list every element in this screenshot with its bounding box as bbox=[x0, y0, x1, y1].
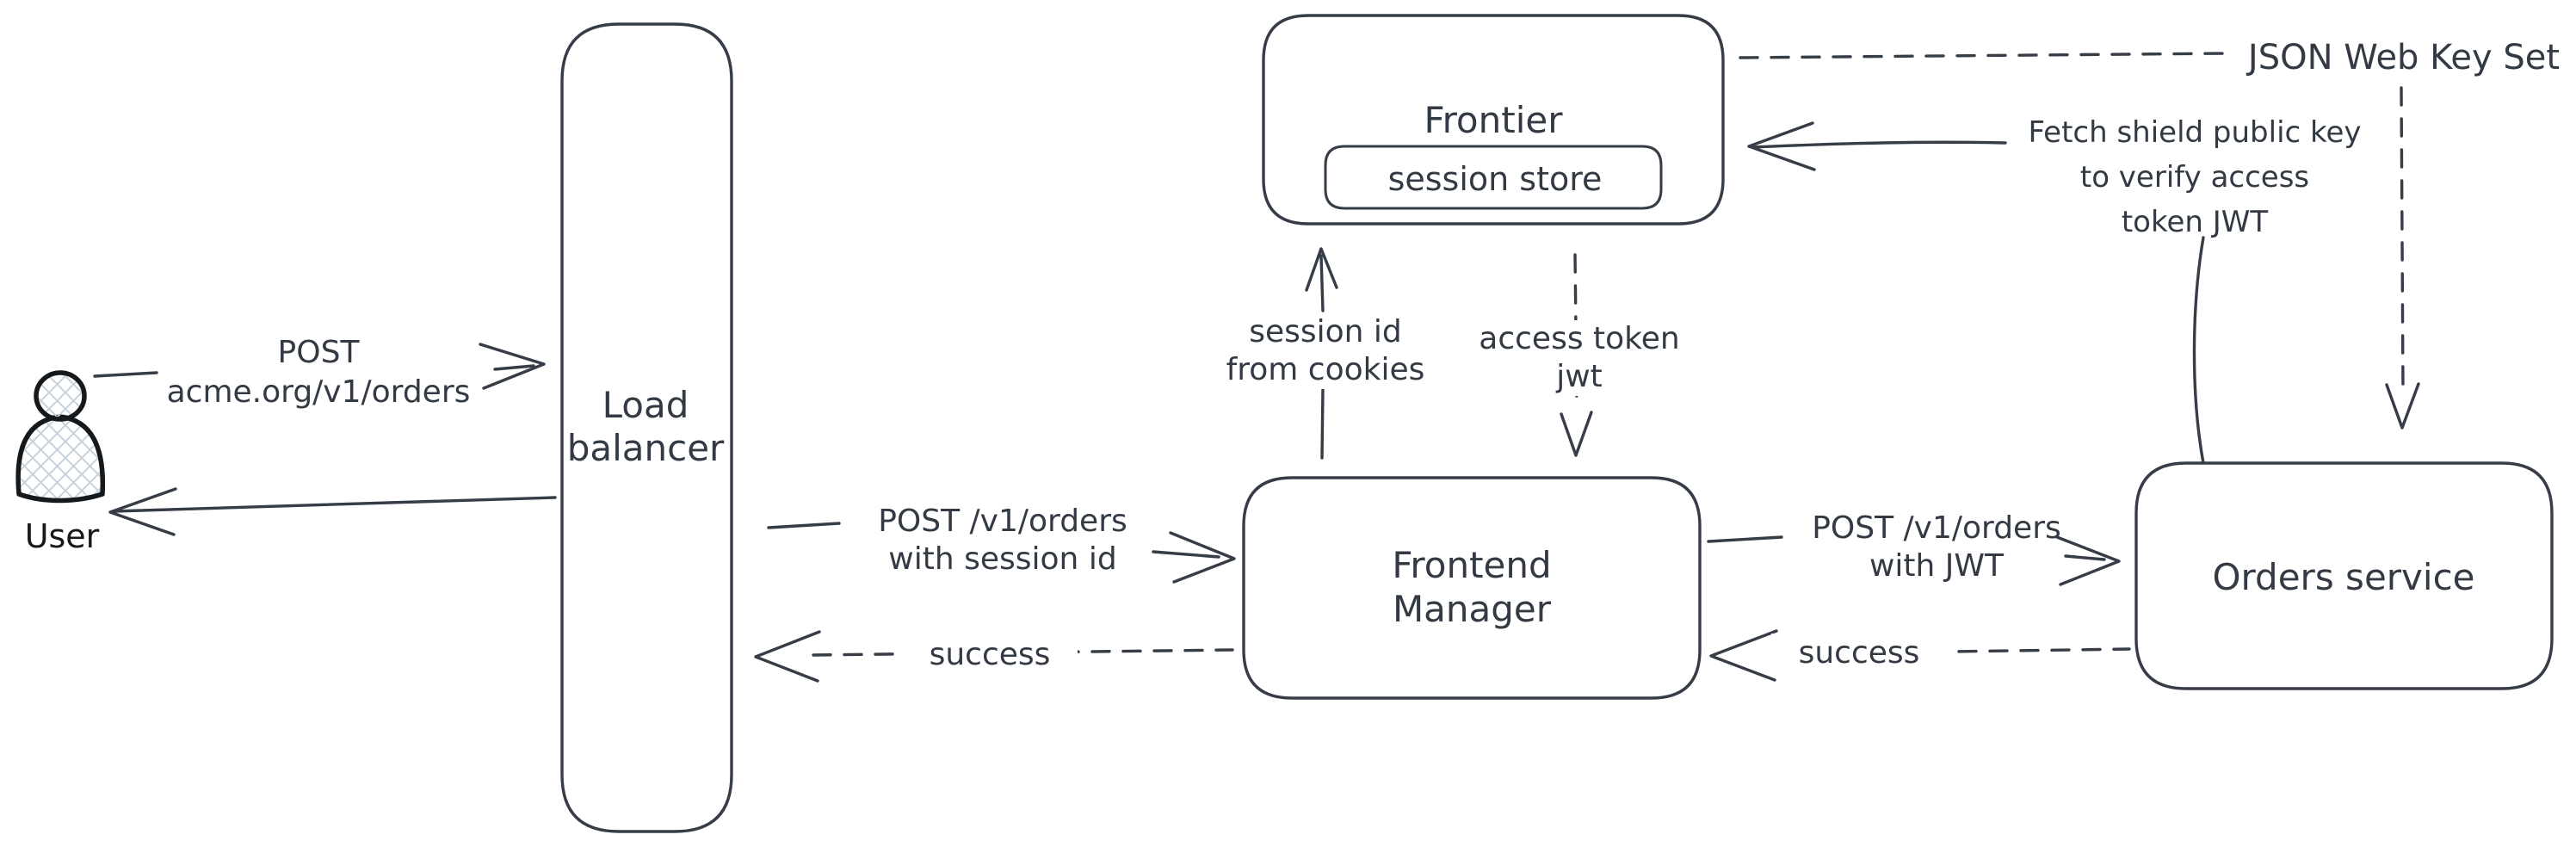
arrowhead-right-icon bbox=[479, 343, 546, 390]
edge-label-success-left: success bbox=[902, 635, 1078, 674]
arrow-load-balancer-to-user bbox=[108, 487, 557, 536]
shaft bbox=[112, 496, 557, 513]
session-store-box bbox=[1324, 145, 1663, 210]
arrow-orders-service-to-frontier bbox=[1747, 121, 2205, 465]
arrowhead-down-icon bbox=[1560, 411, 1593, 457]
frontend-manager-label: Frontend Manager bbox=[1392, 544, 1552, 630]
shaft bbox=[1707, 535, 2106, 561]
arrowhead-right-icon bbox=[2055, 535, 2121, 586]
arrowhead-left-icon bbox=[1709, 629, 1778, 682]
arrow-orders-service-to-frontend-manager bbox=[1709, 629, 2131, 682]
arrow-load-balancer-to-frontend-manager bbox=[767, 522, 1236, 584]
frontend-manager-box bbox=[1242, 476, 1702, 700]
edge-label-post-orders-session-id: POST /v1/orders with session id bbox=[878, 504, 1127, 577]
curve-to-orders-service bbox=[2192, 236, 2205, 465]
arrowhead-left-icon bbox=[754, 630, 821, 683]
edge-label-post-orders-jwt: POST /v1/orders with JWT bbox=[1812, 510, 2061, 584]
user-label: User bbox=[24, 517, 100, 555]
shaft bbox=[93, 364, 535, 378]
arrow-user-to-load-balancer bbox=[93, 343, 546, 390]
edge-label-success-right: success bbox=[1771, 634, 1947, 672]
arrow-jwks-to-orders-service bbox=[2385, 86, 2420, 430]
edge-label-access-token-jwt: access token jwt bbox=[1433, 320, 1726, 396]
connector-frontier-to-jwks bbox=[1739, 52, 2229, 59]
arrow-frontend-manager-to-frontier bbox=[1305, 247, 1338, 460]
load-balancer-label: Load balancer bbox=[566, 384, 725, 469]
edge-label-post-acme-orders: POST acme.org/v1/orders bbox=[166, 335, 471, 410]
shaft bbox=[767, 522, 1220, 559]
edge-label-session-id-from-cookies: session id from cookies bbox=[1196, 313, 1455, 389]
user-body bbox=[15, 414, 106, 504]
shaft bbox=[1751, 140, 2007, 149]
jwks-label: JSON Web Key Set bbox=[2247, 38, 2561, 77]
arrowhead-up-icon bbox=[1305, 247, 1338, 292]
edge-label-fetch-shield-public-key: Fetch shield public key to verify access… bbox=[2028, 115, 2362, 239]
load-balancer-box bbox=[560, 22, 733, 833]
user-head bbox=[34, 370, 87, 422]
session-store-label: session store bbox=[1387, 160, 1603, 198]
arrowhead-down-icon bbox=[2385, 382, 2420, 430]
arrowhead-left-icon bbox=[1747, 121, 1816, 171]
orders-service-box bbox=[2134, 461, 2554, 690]
shaft bbox=[812, 648, 1234, 657]
shaft bbox=[1319, 254, 1325, 460]
user-icon bbox=[15, 370, 106, 504]
shaft bbox=[2400, 86, 2405, 393]
frontier-label: Frontier bbox=[1424, 99, 1563, 141]
shaft bbox=[1739, 52, 2229, 59]
arrowhead-left-icon bbox=[108, 487, 177, 536]
arrowhead-right-icon bbox=[1169, 531, 1236, 584]
shaft bbox=[1771, 647, 2131, 656]
arrow-frontend-manager-to-load-balancer bbox=[754, 630, 1234, 683]
arrow-frontend-manager-to-orders-service bbox=[1707, 535, 2121, 586]
orders-service-label: Orders service bbox=[2212, 556, 2475, 598]
